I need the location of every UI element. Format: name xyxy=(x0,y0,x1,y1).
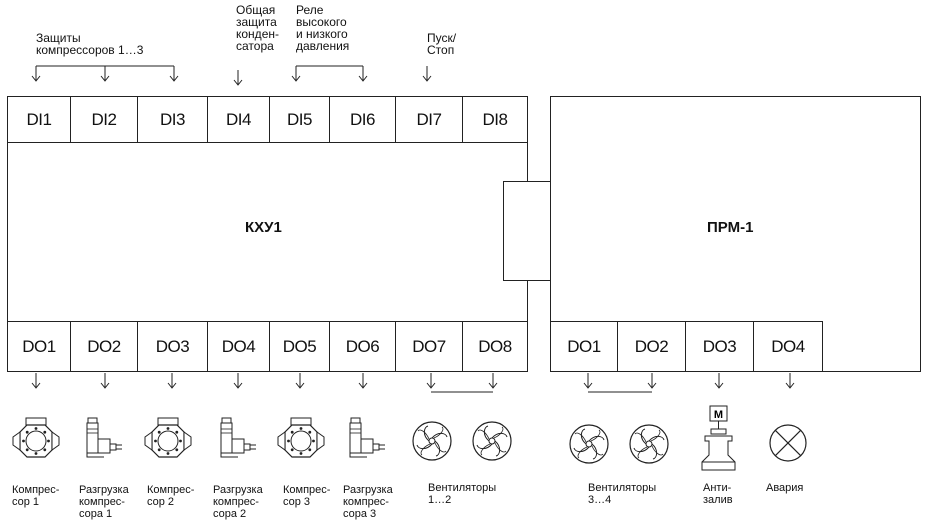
compressor-2-icon xyxy=(144,417,192,458)
label-unloader-1: Разгрузка компрес- сора 1 xyxy=(79,484,129,520)
kxu-do7: DO7 xyxy=(395,321,463,372)
arrow-do1 xyxy=(31,372,41,389)
arrow-prm-do2 xyxy=(647,372,657,389)
kxu-do5: DO5 xyxy=(269,321,330,372)
controller-kxu1-title: КХУ1 xyxy=(245,219,282,236)
arrow-di4 xyxy=(233,69,243,86)
unloader-2-icon xyxy=(220,417,257,458)
label-unloader-3: Разгрузка компрес- сора 3 xyxy=(343,484,393,520)
kxu-do2: DO2 xyxy=(70,321,138,372)
arrow-prm-do4 xyxy=(785,372,795,389)
kxu-di3: DI3 xyxy=(137,96,208,143)
label-fans-3-4: Вентиляторы 3…4 xyxy=(588,482,657,506)
label-compressor-2: Компрес- сор 2 xyxy=(147,484,195,508)
kxu-do1: DO1 xyxy=(7,321,71,372)
unloader-1-icon xyxy=(86,417,123,458)
arrow-di2 xyxy=(100,65,110,82)
kxu-di7: DI7 xyxy=(395,96,463,143)
label-antifreeze: Анти- залив xyxy=(703,482,733,506)
fan-3-icon xyxy=(569,424,609,464)
kxu-do4: DO4 xyxy=(207,321,270,372)
label-compressor-3: Компрес- сор 3 xyxy=(283,484,331,508)
arrow-di3 xyxy=(169,65,179,82)
fan-1-icon xyxy=(412,421,452,461)
arrow-di6 xyxy=(358,65,368,82)
prm-do3: DO3 xyxy=(685,321,754,372)
arrow-do6 xyxy=(358,372,368,389)
arrow-do4 xyxy=(233,372,243,389)
compressor-3-icon xyxy=(277,417,325,458)
label-unloader-2: Разгрузка компрес- сора 2 xyxy=(213,484,263,520)
kxu-do3: DO3 xyxy=(137,321,208,372)
compressor-1-icon xyxy=(12,417,60,458)
arrow-do5 xyxy=(295,372,305,389)
prm-do4: DO4 xyxy=(753,321,823,372)
label-compressor-1: Компрес- сор 1 xyxy=(12,484,60,508)
kxu-di2: DI2 xyxy=(70,96,138,143)
kxu-di6: DI6 xyxy=(329,96,396,143)
prm-do1: DO1 xyxy=(550,321,618,372)
label-fans-1-2: Вентиляторы 1…2 xyxy=(428,482,497,506)
kxu-di1: DI1 xyxy=(7,96,71,143)
kxu-di5: DI5 xyxy=(269,96,330,143)
arrow-do3 xyxy=(167,372,177,389)
fan-2-icon xyxy=(472,421,512,461)
arrow-di5 xyxy=(291,65,301,82)
arrow-do8 xyxy=(488,372,498,389)
kxu-di8: DI8 xyxy=(462,96,528,143)
arrow-prm-do3 xyxy=(714,372,724,389)
note-condenser-protection: Общая защита конден- сатора xyxy=(236,3,279,53)
note-pressure-relay: Реле высокого и низкого давления xyxy=(296,3,350,53)
arrow-di1 xyxy=(31,65,41,82)
note-start-stop: Пуск/ Стоп xyxy=(427,31,457,57)
kxu-do6: DO6 xyxy=(329,321,396,372)
kxu-di4: DI4 xyxy=(207,96,270,143)
note-compressor-protections: Защиты компрессоров 1…3 xyxy=(36,31,144,57)
motor-valve-icon: M xyxy=(701,405,736,471)
arrow-do7 xyxy=(426,372,436,389)
arrow-do2 xyxy=(100,372,110,389)
kxu-do8: DO8 xyxy=(462,321,528,372)
fan-4-icon xyxy=(629,424,669,464)
arrow-prm-do1 xyxy=(583,372,593,389)
unloader-3-icon xyxy=(349,417,386,458)
arrow-di7 xyxy=(422,65,432,82)
alarm-lamp-icon xyxy=(769,424,807,462)
module-prm1-title: ПРМ-1 xyxy=(707,219,754,236)
valve-letter: M xyxy=(714,409,723,421)
label-alarm: Авария xyxy=(766,482,804,494)
prm-do2: DO2 xyxy=(617,321,686,372)
